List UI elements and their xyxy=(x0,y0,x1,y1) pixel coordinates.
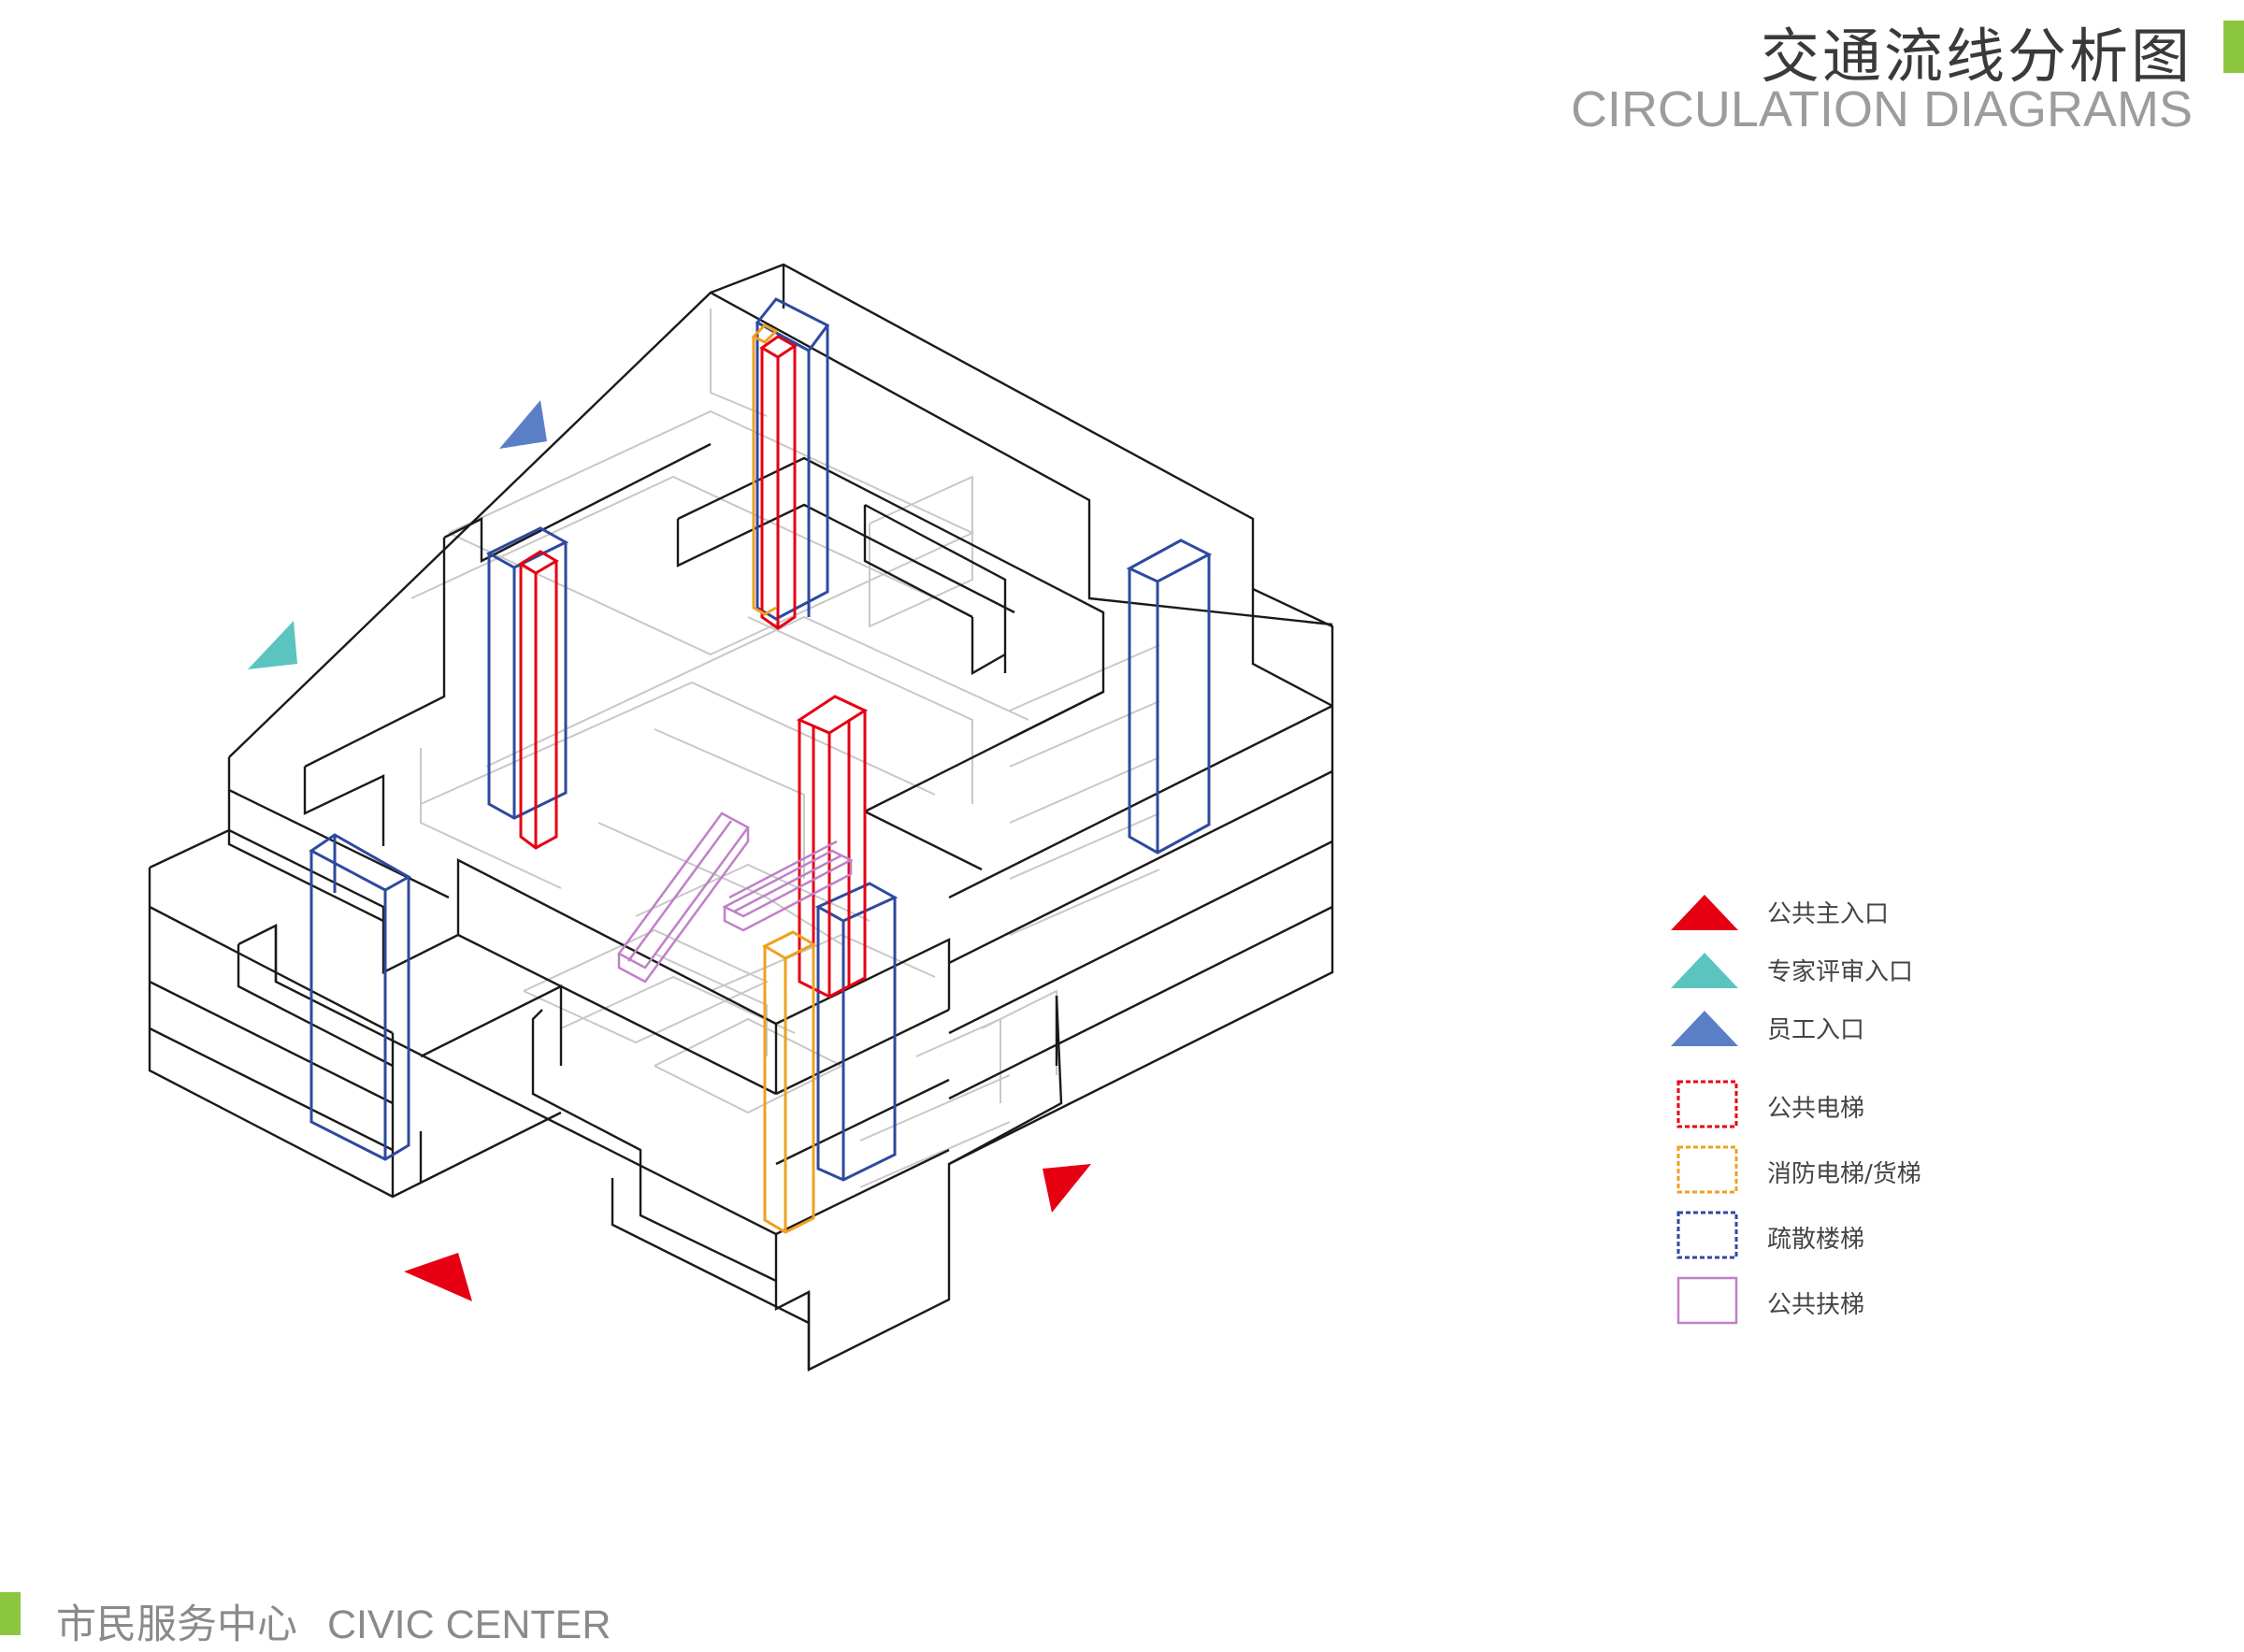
legend-item-evacuation-stair: 疏散楼梯 xyxy=(1669,1209,2043,1261)
public-entrance-icon-east xyxy=(1043,1164,1091,1213)
legend-item-expert-entrance: 专家评审入口 xyxy=(1669,941,2043,994)
blue-triangle-icon xyxy=(1671,1011,1738,1046)
entrance-markers xyxy=(248,400,1091,1301)
footer-name-cn: 市民服务中心 xyxy=(56,1602,297,1648)
expert-entrance-icon xyxy=(248,621,297,669)
building-outline xyxy=(148,263,1334,1372)
red-triangle-icon xyxy=(1671,895,1738,930)
footer-name-en: CIVIC CENTER xyxy=(327,1602,611,1647)
teal-triangle-icon xyxy=(1671,953,1738,988)
evacuation-stairs xyxy=(309,297,1213,1182)
legend-item-escalator: 公共扶梯 xyxy=(1669,1274,2043,1327)
page-subtitle: CIRCULATION DIAGRAMS xyxy=(1570,81,2193,137)
page-title: 交通流线分析图 xyxy=(1761,22,2193,91)
public-elevators xyxy=(518,335,869,998)
legend-item-staff-entrance: 员工入口 xyxy=(1669,999,2043,1052)
public-entrance-icon-south xyxy=(404,1253,472,1301)
purple-box-icon xyxy=(1676,1276,1738,1325)
legend-item-public-entrance: 公共主入口 xyxy=(1669,883,2043,936)
footer-project-name: 市民服务中心 CIVIC CENTER xyxy=(56,1592,611,1650)
blue-dashed-box-icon xyxy=(1676,1211,1738,1259)
public-escalators xyxy=(617,812,854,984)
title-accent-bar xyxy=(2223,21,2244,73)
legend-item-fire-elevator: 消防电梯/货梯 xyxy=(1669,1143,2043,1196)
red-dashed-box-icon xyxy=(1676,1080,1738,1128)
footer-accent-bar xyxy=(0,1592,21,1635)
orange-dashed-box-icon xyxy=(1676,1145,1738,1194)
staff-entrance-icon xyxy=(499,400,547,449)
legend-item-public-elevator: 公共电梯 xyxy=(1669,1078,2043,1130)
fire-elevators xyxy=(751,323,817,1234)
